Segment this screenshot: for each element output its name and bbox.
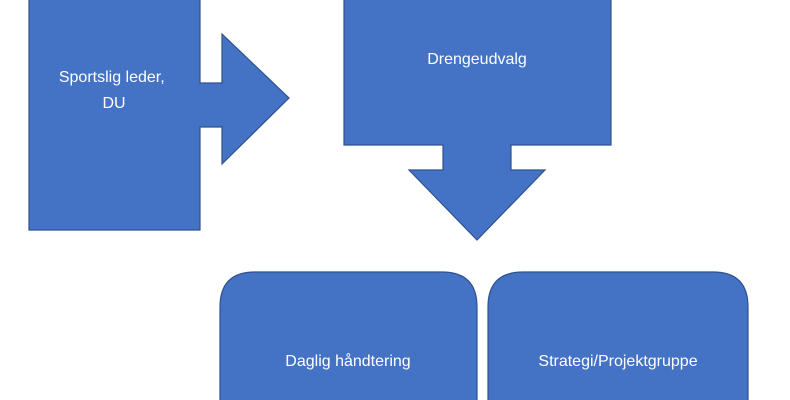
sports-leader-line-2: DU [102,95,125,112]
boys-committee-shape [343,0,612,241]
strategy-group-label: Strategi/Projektgruppe [538,353,697,370]
sports-leader-label: Sportslig leder, DU [59,69,169,112]
boys-committee-callout: Drengeudvalg [343,0,612,241]
sports-leader-line-1: Sportslig leder, [59,69,165,86]
strategy-group-box: Strategi/Projektgruppe [487,271,749,400]
sports-leader-shape [28,0,290,231]
sports-leader-callout: Sportslig leder, DU [28,0,290,231]
strategy-group-shape [487,271,749,400]
daily-handling-shape [219,271,478,400]
daily-handling-label: Daglig håndtering [285,352,410,370]
daily-handling-box: Daglig håndtering [219,271,478,400]
boys-committee-label: Drengeudvalg [427,51,527,68]
